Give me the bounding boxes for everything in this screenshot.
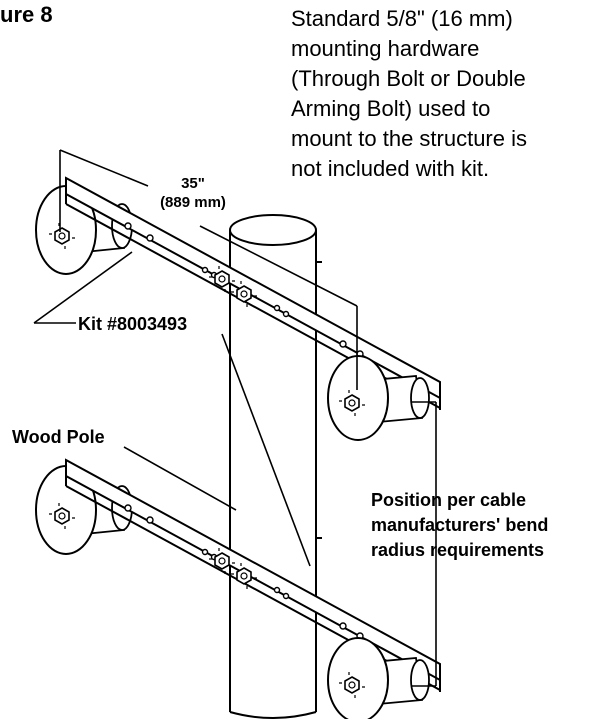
kit-label: Kit #8003493 bbox=[78, 314, 188, 334]
dimension-label: 35" (889 mm) bbox=[150, 174, 236, 212]
hardware-note-line: not included with kit. bbox=[291, 156, 490, 181]
position-note-line: radius requirements bbox=[371, 540, 545, 560]
hardware-note-line: mount to the structure is bbox=[291, 126, 527, 151]
position-note-line: manufacturers' bend bbox=[371, 515, 549, 535]
hardware-note-line: Arming Bolt) used to bbox=[291, 96, 491, 121]
dimension-lines bbox=[59, 149, 358, 390]
hardware-note-line: Standard 5/8" (16 mm) bbox=[291, 6, 513, 31]
position-note-line: Position per cable bbox=[371, 490, 527, 510]
hardware-note: Standard 5/8" (16 mm) mounting hardware … bbox=[291, 4, 591, 184]
top-bracket bbox=[35, 176, 441, 441]
leader-lines bbox=[33, 251, 437, 687]
wood-pole-label: Wood Pole bbox=[12, 427, 105, 447]
figure-title: ure 8 bbox=[0, 2, 53, 27]
dimension-mm: (889 mm) bbox=[160, 194, 226, 211]
roller-top-right bbox=[327, 355, 430, 441]
dimension-inches: 35" bbox=[181, 175, 205, 192]
hardware-note-line: mounting hardware bbox=[291, 36, 480, 61]
hardware-note-line: (Through Bolt or Double bbox=[291, 66, 526, 91]
wood-pole bbox=[229, 214, 322, 719]
bottom-bracket bbox=[35, 458, 441, 719]
roller-bottom-right bbox=[327, 637, 430, 719]
position-note: Position per cable manufacturers' bend r… bbox=[371, 488, 601, 563]
